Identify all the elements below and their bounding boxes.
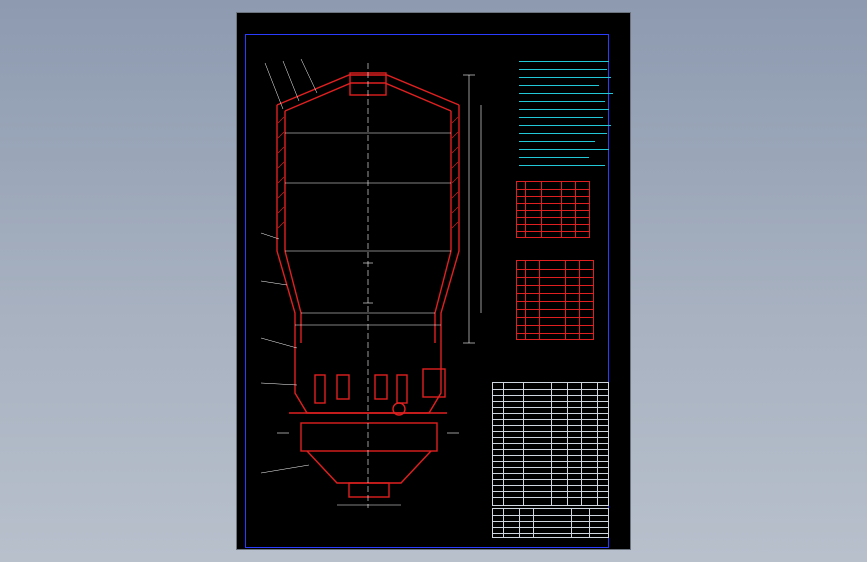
internal-part-4 bbox=[396, 374, 408, 404]
title-block bbox=[492, 508, 609, 538]
manhole bbox=[392, 402, 406, 416]
leader-lines bbox=[260, 58, 318, 474]
parts-list-table bbox=[492, 382, 609, 506]
internal-part-2 bbox=[336, 374, 350, 400]
vessel-outline bbox=[276, 72, 460, 498]
bottom-outlet bbox=[348, 482, 390, 498]
nozzle-table-2 bbox=[516, 260, 594, 340]
refractory-hatch bbox=[277, 116, 459, 229]
bottom-cone bbox=[306, 450, 432, 484]
side-nozzle bbox=[422, 368, 446, 398]
right-shell-inner bbox=[434, 111, 452, 343]
bottom-head bbox=[300, 422, 438, 452]
right-shell-outer bbox=[440, 105, 460, 343]
left-shell-inner bbox=[284, 111, 302, 343]
drawing-sheet bbox=[236, 12, 631, 550]
vessel-drawing bbox=[260, 58, 482, 508]
top-cone-inner bbox=[284, 82, 452, 112]
left-shell-outer bbox=[276, 105, 296, 343]
dimension-lines bbox=[277, 63, 482, 508]
internal-part-3 bbox=[374, 374, 388, 400]
nozzle-table-1 bbox=[516, 181, 590, 238]
internal-part-1 bbox=[314, 374, 326, 404]
